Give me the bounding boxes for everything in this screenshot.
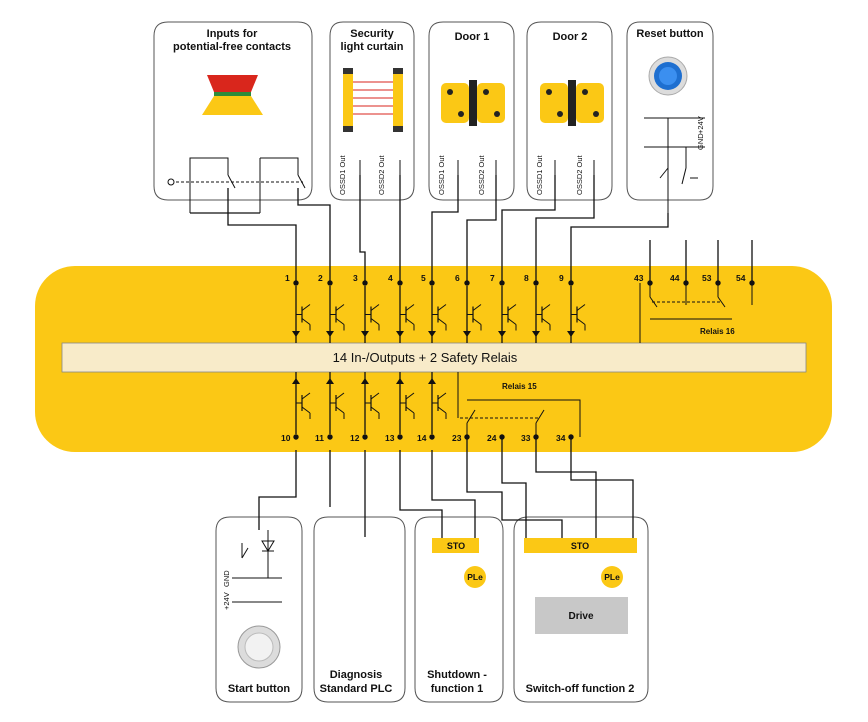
svg-text:11: 11 [315,433,324,443]
diagnosis-device: Diagnosis Standard PLC [313,516,406,703]
svg-text:OSSD1 Out: OSSD1 Out [437,154,446,195]
svg-text:function 1: function 1 [431,683,484,695]
svg-text:potential-free contacts: potential-free contacts [173,41,291,53]
transistor-icon [396,286,415,343]
svg-text:33: 33 [521,433,531,443]
pin-labels: 1 2 3 4 5 6 7 8 9 43 44 53 54 10 11 12 1… [281,273,755,443]
start-device: Start button +24V GND [215,516,303,703]
inputs-device: Inputs for potential-free contacts [153,21,313,213]
svg-text:23: 23 [452,433,462,443]
svg-text:1: 1 [285,273,290,283]
transistor-icon [532,286,551,343]
svg-text:24: 24 [487,433,497,443]
svg-text:Start button: Start button [228,683,291,695]
io-label-bar [61,342,807,373]
svg-text:6: 6 [455,273,460,283]
relay-16: Relais 16 [639,283,753,343]
svg-text:Reset button: Reset button [636,28,704,40]
svg-text:Drive: Drive [568,611,593,622]
transistor-icon [361,372,380,434]
svg-text:34: 34 [556,433,566,443]
ple-badge [601,566,623,588]
ple-badge [464,566,486,588]
transistor-icon [292,286,311,343]
svg-text:8: 8 [524,273,529,283]
drive-box [535,597,628,634]
transistor-icon [567,286,586,343]
svg-text:5: 5 [421,273,426,283]
svg-text:+24V: +24V [222,592,231,610]
io-label-text: 14 In-/Outputs + 2 Safety Relais [333,350,518,365]
transistor-icon [428,372,447,434]
svg-text:Door 2: Door 2 [553,31,588,43]
svg-text:4: 4 [388,273,393,283]
svg-text:light curtain: light curtain [341,41,404,53]
svg-text:43: 43 [634,273,644,283]
top-wires [190,160,753,283]
svg-text:Diagnosis: Diagnosis [330,669,383,681]
svg-text:Relais 16: Relais 16 [700,327,735,336]
svg-text:+24V: +24V [696,116,705,134]
svg-text:OSSD2 Out: OSSD2 Out [477,154,486,195]
light-curtain-icon [343,68,403,132]
svg-text:14: 14 [417,433,427,443]
svg-text:54: 54 [736,273,746,283]
reset-device: Reset button +24V GND [626,21,714,213]
svg-text:PLe: PLe [467,572,483,582]
svg-text:13: 13 [385,433,395,443]
transistor-icon [326,286,345,343]
svg-text:12: 12 [350,433,360,443]
door-switch-icon [441,80,505,126]
svg-text:OSSD2 Out: OSSD2 Out [377,154,386,195]
transistor-icon [292,372,311,434]
transistor-icon [463,286,482,343]
reset-button-icon [648,56,688,96]
transistor-icon [498,286,517,343]
transistor-icon [326,372,345,434]
emergency-stop-icon [202,75,263,115]
svg-text:9: 9 [559,273,564,283]
svg-text:OSSD1 Out: OSSD1 Out [535,154,544,195]
door2-device: Door 2 OSSD1 Out OSSD2 Out [526,21,613,201]
svg-text:44: 44 [670,273,680,283]
switch-icon [167,178,175,186]
svg-text:GND: GND [222,570,231,587]
light-curtain-device: Security light curtain OSSD1 Out OSSD2 O… [329,21,415,201]
svg-text:Standard PLC: Standard PLC [320,683,393,695]
svg-text:53: 53 [702,273,712,283]
svg-text:OSSD2 Out: OSSD2 Out [575,154,584,195]
svg-text:Relais 15: Relais 15 [502,382,537,391]
svg-text:STO: STO [571,541,589,551]
svg-text:Door 1: Door 1 [455,31,490,43]
bottom-wires [258,450,634,538]
svg-text:STO: STO [447,541,465,551]
door1-device: Door 1 OSSD1 Out OSSD2 Out [428,21,515,201]
transistor-icon [428,286,447,343]
svg-text:10: 10 [281,433,291,443]
start-button-icon [237,625,281,669]
shutdown-device: Shutdown - function 1 STO PLe [414,516,504,703]
svg-text:OSSD1 Out: OSSD1 Out [338,154,347,195]
svg-text:GND: GND [696,133,705,150]
svg-text:7: 7 [490,273,495,283]
svg-text:PLe: PLe [604,572,620,582]
svg-text:Inputs for: Inputs for [207,28,258,40]
svg-text:Security: Security [350,28,394,40]
svg-text:3: 3 [353,273,358,283]
svg-text:Switch-off function 2: Switch-off function 2 [526,683,635,695]
svg-text:2: 2 [318,273,323,283]
transistor-icon [396,372,415,434]
transistor-symbols [292,286,586,450]
svg-text:Shutdown -: Shutdown - [427,669,487,681]
door-switch-icon [540,80,604,126]
switchoff-device: Switch-off function 2 STO PLe Drive [513,516,649,703]
transistor-icon [361,286,380,343]
